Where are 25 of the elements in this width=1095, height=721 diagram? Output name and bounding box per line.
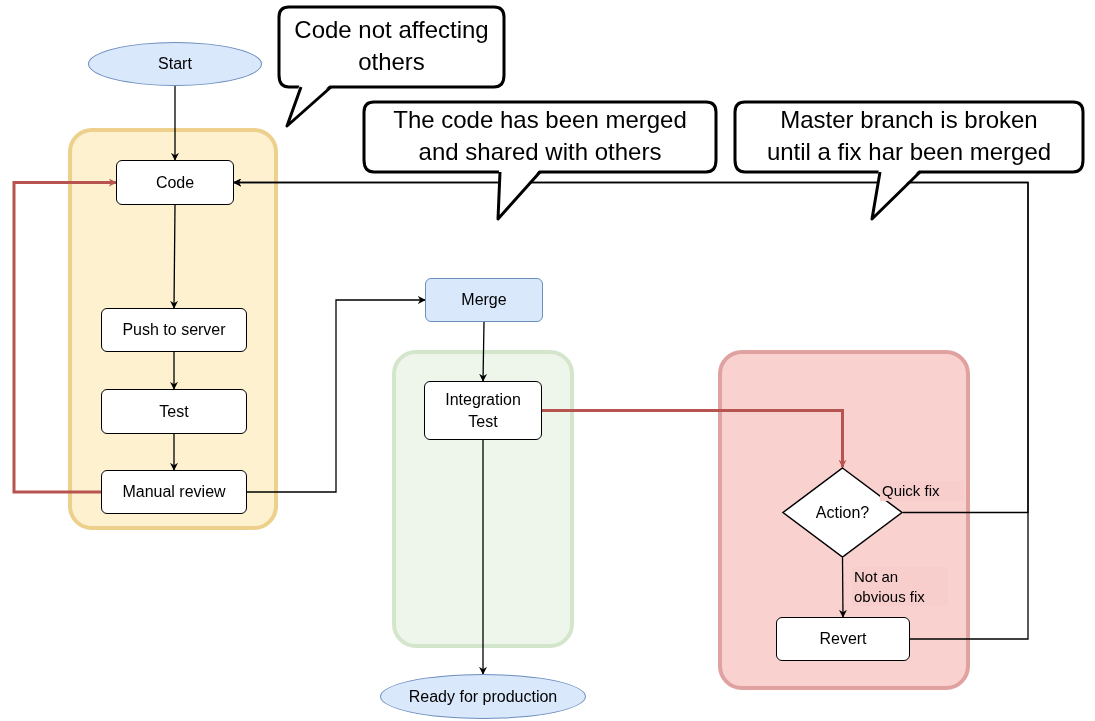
- terminal-ellipse: Start: [88, 42, 262, 86]
- arrow: [171, 85, 179, 161]
- process-box: Push to server: [101, 308, 247, 352]
- process-box: Revert: [776, 617, 910, 661]
- arrow: [170, 351, 178, 390]
- arrow: [170, 204, 179, 309]
- group-panel: [718, 350, 970, 690]
- process-box: Code: [116, 160, 234, 205]
- group-panel: [392, 350, 574, 648]
- arrow: [233, 178, 1029, 640]
- edge-label: Not an obvious fix: [852, 567, 948, 606]
- thick-arrow: [542, 409, 847, 468]
- arrow: [479, 439, 487, 675]
- edge-label: Quick fix: [880, 481, 964, 501]
- arrow: [246, 296, 426, 493]
- group-panel: [68, 128, 278, 530]
- thick-arrow: [12, 178, 117, 494]
- process-box: Integration Test: [424, 381, 542, 440]
- arrow: [838, 557, 847, 618]
- process-box: Merge: [425, 278, 543, 322]
- arrow: [170, 433, 178, 471]
- arrow: [479, 321, 488, 382]
- process-box: Manual review: [101, 470, 247, 514]
- process-box: Test: [101, 389, 247, 434]
- terminal-ellipse: Ready for production: [380, 674, 586, 719]
